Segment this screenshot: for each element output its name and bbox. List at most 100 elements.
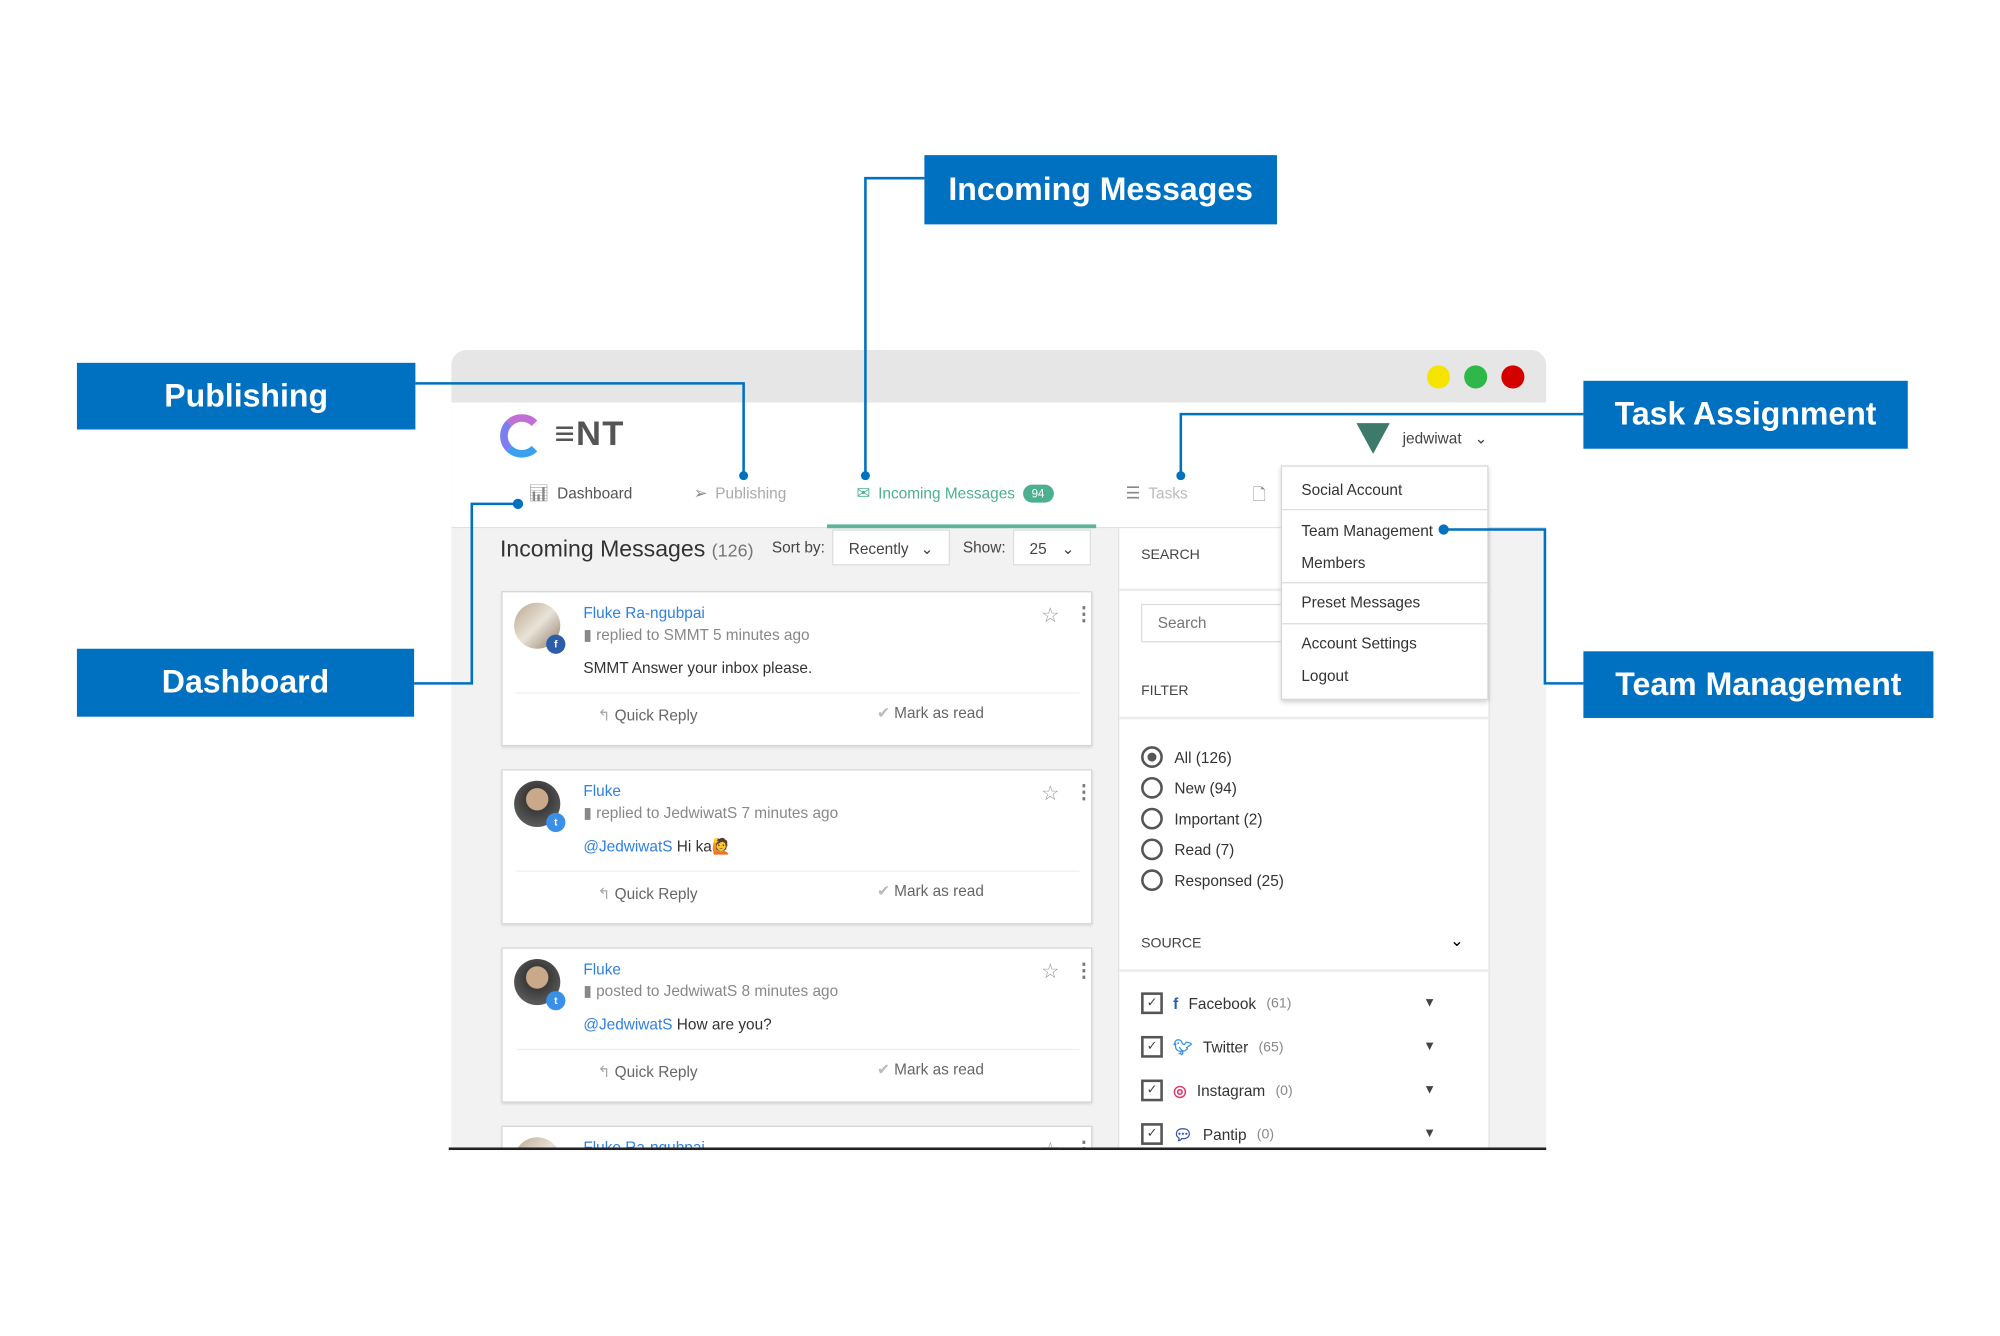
title-bar: [451, 350, 1547, 403]
message-card[interactable]: f Fluke Ra-ngubpai ☆ ⋮: [501, 1125, 1094, 1149]
checkbox[interactable]: ✓: [1141, 1035, 1163, 1058]
mark-as-read-button[interactable]: ✔ Mark as read: [876, 1060, 984, 1079]
sender-name[interactable]: Fluke Ra-ngubpai: [583, 603, 705, 622]
menu-item-team-management[interactable]: Team Management: [1301, 521, 1434, 540]
user-menu[interactable]: jedwiwat ⌄: [1356, 423, 1487, 454]
check-circle-icon: ✔: [876, 703, 890, 722]
message-text: @JedwiwatS How are you?: [583, 1015, 772, 1034]
message-meta: ▮ replied to SMMT 5 minutes ago: [583, 625, 810, 644]
star-icon[interactable]: ☆: [1041, 961, 1060, 984]
twitter-icon: t: [546, 991, 566, 1011]
more-options-icon[interactable]: ⋮: [1074, 960, 1094, 983]
filter-radio[interactable]: Important (2): [1141, 807, 1262, 830]
message-meta: ▮ posted to JedwiwatS 8 minutes ago: [583, 982, 839, 1001]
source-instagram[interactable]: ✓◎Instagram(0)▼: [1141, 1079, 1436, 1102]
filter-radio[interactable]: All (126): [1141, 746, 1232, 768]
envelope-icon: ✉: [856, 483, 871, 503]
callout-incoming-messages: Incoming Messages: [924, 155, 1277, 225]
star-icon[interactable]: ☆: [1041, 1137, 1059, 1149]
menu-item-members[interactable]: Members: [1301, 553, 1366, 572]
unread-badge: 94: [1022, 484, 1054, 503]
callout-publishing: Publishing: [76, 362, 416, 430]
menu-item-social-account[interactable]: Social Account: [1301, 480, 1403, 499]
page-title: Incoming Messages (126): [500, 535, 754, 562]
more-options-icon[interactable]: ⋮: [1074, 1137, 1093, 1149]
mention-link[interactable]: @JedwiwatS: [583, 837, 673, 856]
caret-down-icon[interactable]: ▼: [1423, 996, 1436, 1011]
task-list-icon: ☰: [1125, 483, 1141, 503]
sender-name[interactable]: Fluke: [583, 960, 621, 979]
caret-down-icon[interactable]: ▼: [1423, 1083, 1436, 1098]
checkbox[interactable]: ✓: [1141, 1079, 1163, 1102]
sort-select[interactable]: Recently⌄: [832, 529, 951, 566]
tab-dashboard[interactable]: 📊︎ Dashboard: [528, 483, 632, 504]
more-options-icon[interactable]: ⋮: [1074, 603, 1094, 626]
menu-item-account-settings[interactable]: Account Settings: [1301, 634, 1417, 653]
caret-down-icon[interactable]: ▼: [1423, 1039, 1436, 1054]
mark-as-read-button[interactable]: ✔ Mark as read: [876, 882, 984, 901]
mention-link[interactable]: @JedwiwatS: [583, 1015, 673, 1034]
reply-icon: ↰: [597, 884, 615, 903]
chevron-down-icon: ⌄: [1474, 429, 1488, 448]
check-circle-icon: ✔: [876, 1060, 890, 1079]
checkbox[interactable]: ✓: [1141, 992, 1163, 1015]
message-card[interactable]: t Fluke ☆ ⋮▮ replied to JedwiwatS 7 minu…: [501, 769, 1094, 925]
username: jedwiwat: [1402, 429, 1462, 448]
more-options-icon[interactable]: ⋮: [1074, 782, 1094, 804]
menu-item-preset-messages[interactable]: Preset Messages: [1301, 593, 1421, 612]
quick-reply-button[interactable]: ↰ Quick Reply: [597, 884, 698, 903]
facebook-icon: f: [546, 634, 566, 654]
sender-name[interactable]: Fluke: [583, 782, 621, 801]
document-icon: 🗋: [1252, 484, 1267, 504]
divider: [448, 1147, 1547, 1151]
message-card[interactable]: t Fluke ☆ ⋮ ▮ posted to JedwiwatS 8 minut…: [501, 947, 1094, 1103]
minimize-button[interactable]: [1426, 365, 1451, 389]
tab-documents[interactable]: 🗋: [1253, 483, 1266, 511]
callout-dashboard: Dashboard: [76, 648, 415, 717]
tab-label: Publishing: [715, 484, 787, 503]
callout-team-management: Team Management: [1583, 651, 1934, 718]
avatar: f: [514, 602, 566, 654]
avatar: f: [514, 1137, 561, 1149]
source-pantip[interactable]: ✓💬︎Pantip(0)▼: [1141, 1123, 1436, 1145]
tab-publishing[interactable]: ➢ Publishing: [694, 483, 787, 504]
checkbox[interactable]: ✓: [1141, 1123, 1163, 1145]
callout-task-assignment: Task Assignment: [1583, 380, 1908, 449]
caret-down-icon[interactable]: ▼: [1423, 1126, 1436, 1142]
star-icon[interactable]: ☆: [1041, 605, 1060, 627]
logo[interactable]: ≡NT: [500, 414, 625, 458]
reply-icon: ↰: [597, 706, 615, 725]
bar-chart-icon: 📊︎: [528, 483, 550, 503]
message-text: SMMT Answer your inbox please.: [583, 658, 813, 677]
tab-tasks[interactable]: ☰Tasks: [1126, 483, 1188, 504]
filter-radio[interactable]: Responsed (25): [1141, 869, 1284, 892]
menu-item-logout[interactable]: Logout: [1301, 666, 1349, 685]
avatar: t: [514, 780, 566, 833]
show-select[interactable]: 25⌄: [1012, 529, 1092, 566]
source-twitter[interactable]: ✓🐦︎Twitter(65)▼: [1141, 1035, 1436, 1058]
chevron-down-icon[interactable]: ⌄: [1450, 930, 1465, 951]
quick-reply-button[interactable]: ↰ Quick Reply: [597, 706, 698, 725]
quick-reply-button[interactable]: ↰ Quick Reply: [597, 1062, 698, 1081]
maximize-button[interactable]: [1464, 365, 1488, 389]
message-card[interactable]: f Fluke Ra-ngubpai ☆ ⋮ ▮ replied to SMMT …: [501, 591, 1094, 747]
comment-icon: ▮: [583, 982, 597, 1001]
star-icon[interactable]: ☆: [1041, 783, 1060, 806]
tab-incoming-messages[interactable]: ✉ Incoming Messages 94: [856, 483, 1054, 504]
filter-radio[interactable]: New (94): [1141, 776, 1237, 799]
comment-icon: ▮: [583, 803, 597, 822]
close-button[interactable]: [1501, 365, 1525, 389]
paper-plane-icon: ➢: [693, 483, 708, 503]
active-tab-indicator: [826, 524, 1097, 529]
search-heading: SEARCH: [1141, 547, 1200, 563]
sender-name[interactable]: Fluke Ra-ngubpai: [583, 1138, 705, 1149]
tab-label: Dashboard: [557, 484, 633, 503]
reply-icon: ↰: [597, 1062, 615, 1081]
message-text: @JedwiwatS Hi ka🙋: [583, 837, 732, 856]
mark-as-read-button[interactable]: ✔ Mark as read: [876, 703, 984, 722]
filter-radio[interactable]: Read (7): [1141, 838, 1234, 861]
facebook-icon: f: [1173, 994, 1179, 1013]
tab-label: Incoming Messages: [878, 484, 1015, 503]
